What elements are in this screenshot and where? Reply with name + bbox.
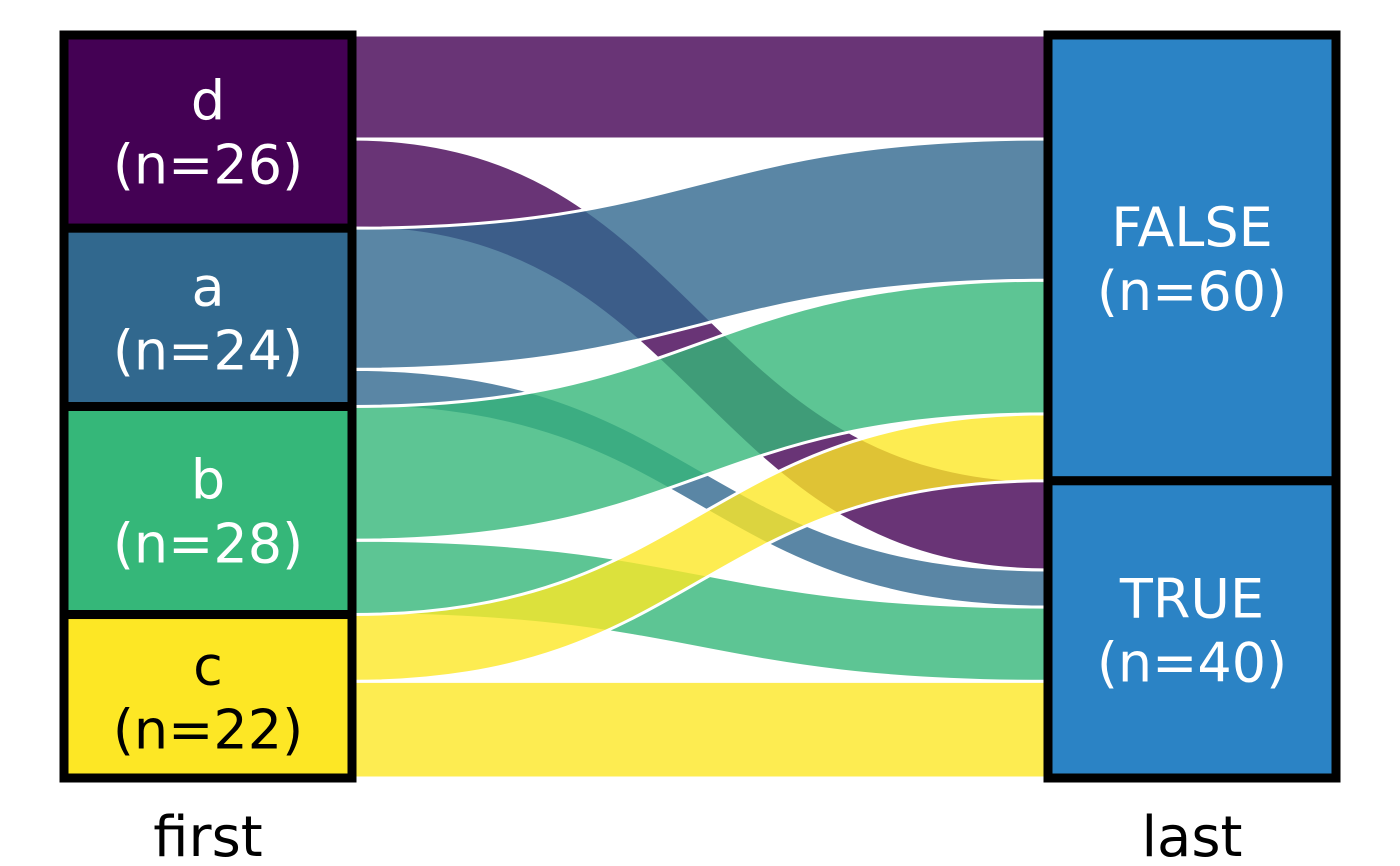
node-first-d bbox=[59, 30, 357, 233]
node-last-TRUE bbox=[1043, 476, 1341, 783]
node-first-a bbox=[59, 223, 357, 411]
axis-label-first: first bbox=[153, 805, 262, 866]
flow-d-FALSE bbox=[350, 33, 1050, 141]
node-label-TRUE: TRUE(n=40) bbox=[1097, 567, 1287, 694]
node-label-c: c(n=22) bbox=[113, 634, 303, 761]
node-first-c bbox=[59, 610, 357, 783]
labels-layer: d(n=26) a(n=24) b(n=28) c(n=22) FALSE(n=60) T… bbox=[113, 70, 1287, 762]
node-label-a: a(n=24) bbox=[113, 255, 303, 382]
nodes-layer bbox=[59, 30, 1341, 783]
node-label-d: d(n=26) bbox=[113, 70, 303, 197]
node-last-FALSE bbox=[1043, 30, 1341, 486]
flow-c-TRUE bbox=[350, 679, 1050, 780]
flows-layer bbox=[350, 33, 1050, 780]
node-label-FALSE: FALSE(n=60) bbox=[1097, 196, 1287, 323]
node-label-b: b(n=28) bbox=[113, 449, 303, 576]
axis-label-last: last bbox=[1141, 805, 1242, 866]
